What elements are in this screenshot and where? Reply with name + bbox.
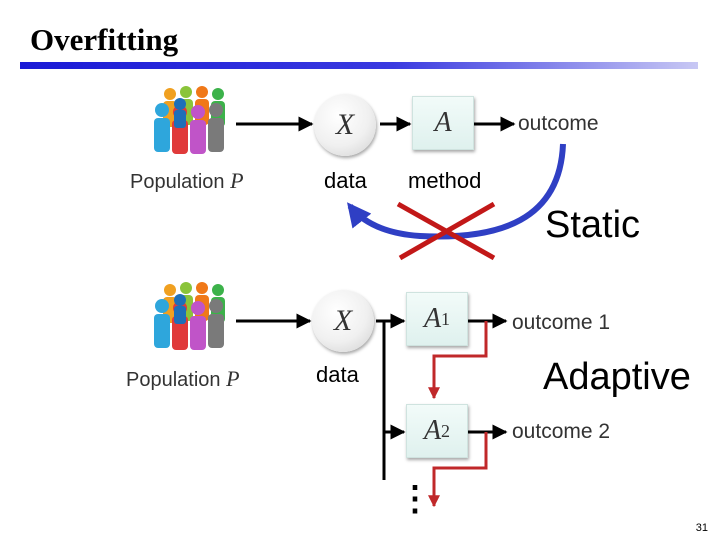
feedback-arrow: [347, 143, 566, 240]
outcome-1-label: outcome 1: [512, 311, 611, 334]
data-node-x: X: [314, 94, 376, 156]
method-box-a: A: [412, 96, 474, 150]
cross-stroke-2: [398, 201, 496, 261]
data-label-2: data: [316, 362, 359, 387]
method-label: method: [408, 168, 482, 193]
adaptive-arrow-outcome1-to-a2: [428, 321, 488, 400]
adaptive-arrow-outcome2-onward: [428, 432, 488, 508]
population-crowd-icon-2: [154, 282, 225, 350]
population-crowd-icon: [154, 86, 225, 154]
adaptive-mode-label: Adaptive: [543, 356, 691, 398]
population-label: Population P: [130, 168, 244, 193]
outcome-label: outcome: [518, 112, 599, 135]
ellipsis-more: ⋮: [398, 480, 432, 518]
data-label: data: [324, 168, 367, 193]
slide-title: Overfitting: [30, 22, 179, 57]
title-underline-bar: [20, 62, 698, 69]
data-node-x-2: X: [312, 290, 374, 352]
outcome-2-label: outcome 2: [512, 420, 611, 443]
static-mode-label: Static: [545, 204, 641, 246]
population-label-2: Population P: [126, 366, 240, 391]
page-number: 31: [695, 522, 708, 534]
